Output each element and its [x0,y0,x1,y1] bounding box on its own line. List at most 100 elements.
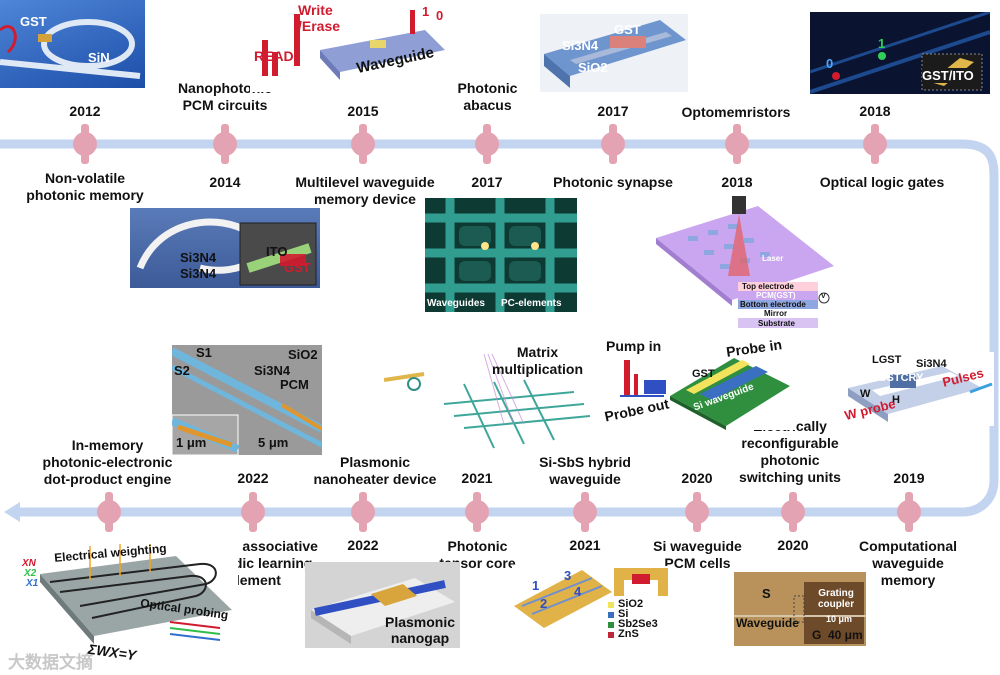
legend-si: Si [618,608,629,620]
label-optical-logic: Optical logic gates [819,174,945,190]
year-2015: 2015 [347,103,379,119]
timeline-marker-bottom-8 [897,492,921,532]
figure-2017-abacus-grid: Waveguides PC-elements [425,198,577,312]
figure-2017-photonic-synapse: Si3N4 GST SiO2 [540,14,688,92]
sem-graphic [172,345,322,455]
timeline-marker-bottom-7 [781,492,805,532]
scale-40um-label: 40 μm [828,628,863,642]
gst-label: GST [20,14,47,29]
timeline-marker-bottom-1 [97,492,121,532]
one-label: 1 [878,36,886,51]
label-non-volatile-memory: Non-volatile photonic memory [26,170,144,203]
circuit-graphic [136,218,317,286]
timeline-marker-bottom-5 [573,492,597,532]
port-1-label: 1 [532,578,540,593]
timeline-marker-top-5 [601,124,625,164]
level-zero-label: 0 [436,8,444,23]
x2-label: X2 [24,568,37,579]
label-photonic-synapse: Photonic synapse [553,174,673,190]
computational-memory-graphic [848,366,993,422]
year-2018-optomem: 2018 [721,174,753,190]
figure-2023-dot-product: Electrical weighting Optical probing ΣWX… [20,540,238,670]
pump-in-label: Pump in [606,338,662,354]
si3n4-label-a: Si3N4 [180,250,217,265]
laser-label: Laser [762,254,784,263]
read-label: READ [254,48,294,64]
year-2020-switch: 2020 [777,537,809,553]
plasmonic-nanogap-label: Plasmonic nanogap [385,614,456,646]
write-erase-label: Write /Erase [298,2,341,34]
gst-ito-label: GST/ITO [922,68,974,83]
legend-sio2: SiO2 [618,598,644,610]
timeline-marker-top-1 [73,124,97,164]
w-label: W [860,388,871,400]
g-pad-label: G [812,628,822,642]
figure-2015-multilevel-waveguide: Write /Erase READ Waveguide 1 0 [250,0,450,92]
substrate-label: Substrate [758,319,795,328]
year-2021-tensor: 2021 [461,470,493,486]
matrix-multiplication-title: Matrix multiplication [492,344,583,377]
timeline-path [0,139,999,517]
timeline-arrowhead [4,502,20,522]
pc-elements-label: PC-elements [501,298,562,309]
micrograph-graphic [734,572,866,646]
year-2012: 2012 [69,103,101,119]
figure-2021-si-sbs: 1 2 3 4 SiO2 Si Sb2Se3 ZnS [512,566,672,650]
gstcry-label: GSTCRY [878,372,924,384]
port-3-label: 3 [564,568,572,583]
figure-2020-switch-micrograph: S Waveguide Grating coupler 10 μm G 40 μ… [734,572,866,646]
figure-2022-associative-sem: S1 S2 SiO2 Si3N4 PCM 1 μm 5 μm [172,345,322,455]
label-plasmonic-nanoheater: Plasmonic nanoheater device [313,454,437,487]
top-electrode-label: Top electrode [742,282,794,291]
year-2017-synapse: 2017 [597,103,629,119]
mirror-label: Mirror [764,309,788,318]
gst-label: GST [284,260,311,275]
level-one-label: 1 [422,4,430,19]
label-si-sbs-hybrid: Si-SbS hybrid waveguide [539,454,631,487]
figure-2020-pump-probe: Pump in Probe in Probe out GST Si wavegu… [600,334,796,430]
h-label: H [892,394,900,406]
label-multilevel-memory: Multilevel waveguide memory device [295,174,435,207]
pump-probe-graphic [620,358,790,430]
watermark-logo: 大数据文摘 [8,653,93,672]
year-2018-logic: 2018 [859,103,891,119]
figure-2012-ring-memory: GST SiN [0,0,145,88]
tensor-core-graphic [384,353,591,449]
ito-label: ITO [266,244,288,259]
timeline-marker-top-7 [863,124,887,164]
grating-coupler-label: Grating coupler [818,588,855,610]
s-pad-label: S [762,586,771,601]
zero-label: 0 [826,56,834,71]
nanogap-graphic [311,578,455,644]
xn-label: XN [22,558,36,569]
si3n4-label: Si3N4 [916,358,947,370]
label-optomemristors: Optomemristors [681,104,791,120]
figure-2019-computational-memory: LGST Si3N4 GSTCRY W H Pulses W probe [842,352,994,426]
waveguide-graphic [262,10,445,80]
year-2022-nanoheater: 2022 [347,537,379,553]
sio2-label: SiO2 [288,347,318,362]
year-2017-abacus: 2017 [471,174,503,190]
synapse-graphic [544,20,686,88]
year-2022-associative: 2022 [237,470,269,486]
waveguides-label: Waveguides [427,298,485,309]
pcm-label: PCM [280,377,309,392]
optomemristor-graphic [656,196,834,328]
timeline-marker-top-3 [351,124,375,164]
ring-waveguide-graphic [0,19,141,79]
si3n4-label-b: Si3N4 [180,266,217,281]
figure-2021-matrix-multiplication: Matrix multiplication [384,344,594,454]
lgst-label: LGST [872,354,902,366]
dot-product-graphic [40,544,232,644]
legend-zns: ZnS [618,628,639,640]
timeline-marker-top-6 [725,124,749,164]
legend-sbse: Sb2Se3 [618,618,658,630]
x1-label: X1 [26,578,39,589]
label-si-waveguide-pcm: Si waveguide PCM cells [653,538,742,571]
label-nanophotonic-pcm: Nanophotonic PCM circuits [177,80,273,113]
year-2014: 2014 [209,174,241,190]
port-2-label: 2 [540,596,548,611]
pcm-gst-label: PCM(GST) [756,291,796,300]
port-4-label: 4 [574,584,582,599]
